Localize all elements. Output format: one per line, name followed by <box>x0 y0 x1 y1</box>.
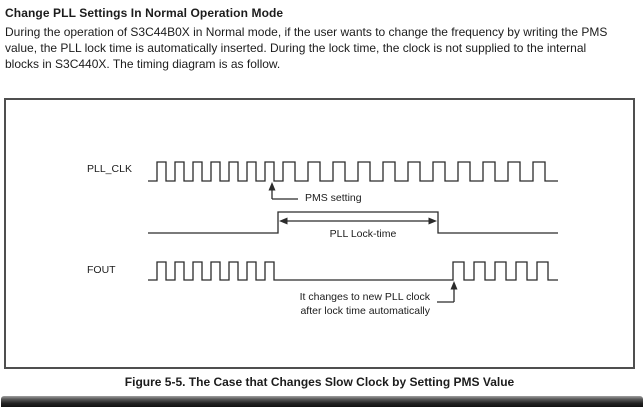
page-separator-bar <box>1 396 643 407</box>
lock-time-arrow-left-head <box>279 217 288 225</box>
intro-line-1: During the operation of S3C44B0X in Norm… <box>5 25 608 39</box>
pll-lock-time-label: PLL Lock-time <box>330 228 397 240</box>
fout-waveform <box>148 261 558 281</box>
intro-paragraph: During the operation of S3C44B0X in Norm… <box>5 24 630 72</box>
pms-setting-label: PMS setting <box>305 192 362 204</box>
section-heading: Change PLL Settings In Normal Operation … <box>5 6 284 20</box>
pms-arrow-head <box>268 182 276 191</box>
fout-signal-label: FOUT <box>87 264 116 276</box>
lock-indicator-waveform <box>148 211 558 234</box>
figure-caption: Figure 5-5. The Case that Changes Slow C… <box>124 375 515 389</box>
intro-line-3: blocks in S3C440X. The timing diagram is… <box>5 57 281 71</box>
fout-arrow-head <box>450 281 458 290</box>
pll-clk-waveform <box>148 161 558 182</box>
fout-note-line1: It changes to new PLL clock <box>300 291 431 303</box>
annotation-arrows <box>268 182 458 303</box>
pll-clk-signal-label: PLL_CLK <box>87 163 132 175</box>
fout-note-line2: after lock time automatically <box>300 305 430 317</box>
waveforms <box>148 161 558 281</box>
intro-line-2: value, the PLL lock time is automaticall… <box>5 41 587 55</box>
lock-time-arrow-right-head <box>428 217 437 225</box>
